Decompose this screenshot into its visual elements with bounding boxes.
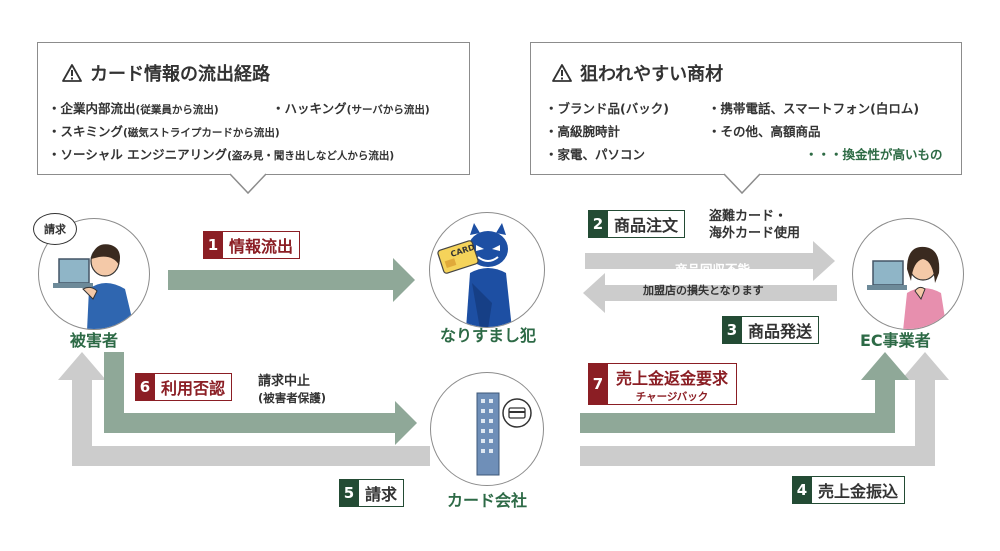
loss-note-line2: 加盟店の損失となります bbox=[643, 284, 764, 297]
step-number: 1 bbox=[203, 231, 223, 259]
step-sublabel: チャージバック bbox=[635, 390, 709, 403]
card-company-circle bbox=[430, 372, 544, 486]
arrow-denial-to-card-company bbox=[104, 352, 417, 445]
step-number: 3 bbox=[722, 316, 742, 344]
step-6-denial: 6 利用否認 bbox=[135, 373, 233, 401]
step-label: 売上金返金要求 bbox=[616, 368, 729, 388]
arrow-order-to-ec bbox=[585, 241, 835, 281]
arrow-billing-to-victim bbox=[58, 352, 430, 466]
step-label: 利用否認 bbox=[155, 373, 233, 401]
target-goods-title: 狙われやすい商材 bbox=[552, 60, 723, 86]
goods-item: ・携帯電話、スマートフォン(白ロム) bbox=[708, 101, 920, 116]
fraudster-illustration: CARD bbox=[437, 223, 512, 327]
step-number: 7 bbox=[588, 363, 608, 405]
leak-route-social: ・ソーシャル エンジニアリング(盗み見・聞き出しなど人から流出) bbox=[48, 147, 395, 162]
step-3-ship: 3 商品発送 bbox=[722, 316, 820, 344]
leak-route-skimming: ・スキミング(磁気ストライプカードから流出) bbox=[48, 124, 280, 139]
building-illustration bbox=[476, 392, 532, 476]
loss-note-line1: 商品回収不能 bbox=[675, 262, 751, 277]
step-4-payment: 4 売上金振込 bbox=[792, 476, 906, 504]
warning-icon bbox=[62, 64, 82, 82]
victim-label: 被害者 bbox=[70, 331, 119, 350]
arrow-ship-to-fraudster bbox=[583, 273, 837, 313]
card-company-label: カード会社 bbox=[447, 491, 528, 510]
target-goods-callout bbox=[530, 42, 962, 175]
step-2-note: 盗難カード・ 海外カード使用 bbox=[709, 209, 801, 241]
victim-illustration bbox=[53, 244, 135, 329]
step-label: 売上金振込 bbox=[812, 476, 906, 504]
step-number: 5 bbox=[339, 479, 359, 507]
step-label: 商品発送 bbox=[742, 316, 820, 344]
fraudster-label: なりすまし犯 bbox=[440, 326, 537, 345]
fraudster-circle: CARD bbox=[429, 212, 545, 328]
goods-note: ・・・換金性が高いもの bbox=[805, 147, 943, 162]
step-2-order: 2 商品注文 bbox=[588, 210, 686, 238]
warning-icon bbox=[552, 64, 572, 82]
step-7-chargeback: 7 売上金返金要求 チャージバック bbox=[588, 363, 738, 405]
leak-routes-title: カード情報の流出経路 bbox=[62, 60, 270, 86]
callout-pointer bbox=[229, 173, 267, 195]
goods-item: ・その他、高額商品 bbox=[708, 124, 821, 139]
arrow-payment-to-ec bbox=[580, 352, 949, 466]
billing-speech-bubble: 請求 bbox=[33, 213, 77, 245]
goods-item: ・ブランド品(バック) bbox=[545, 101, 669, 116]
goods-item: ・家電、パソコン bbox=[545, 147, 646, 162]
step-number: 2 bbox=[588, 210, 608, 238]
arrow-chargeback-to-ec bbox=[580, 352, 909, 433]
goods-item: ・高級腕時計 bbox=[545, 124, 621, 139]
step-number: 6 bbox=[135, 373, 155, 401]
leak-route-internal: ・企業内部流出(従業員から流出) bbox=[48, 101, 219, 116]
step-number: 4 bbox=[792, 476, 812, 504]
step-label: 情報流出 bbox=[223, 231, 301, 259]
leak-routes-callout bbox=[37, 42, 470, 175]
callout-pointer bbox=[723, 173, 761, 195]
ec-business-illustration bbox=[867, 246, 947, 329]
ec-business-label: EC事業者 bbox=[860, 331, 931, 350]
step-1-info-leak: 1 情報流出 bbox=[203, 231, 301, 259]
leak-route-hacking: ・ハッキング(サーバから流出) bbox=[272, 101, 430, 116]
arrow-leak-to-fraudster bbox=[168, 258, 415, 302]
ec-business-circle bbox=[852, 218, 964, 330]
step-5-billing: 5 請求 bbox=[339, 479, 405, 507]
step-label: 商品注文 bbox=[608, 210, 686, 238]
step-6-note: 請求中止 (被害者保護) bbox=[258, 374, 327, 405]
step-label: 請求 bbox=[359, 479, 405, 507]
